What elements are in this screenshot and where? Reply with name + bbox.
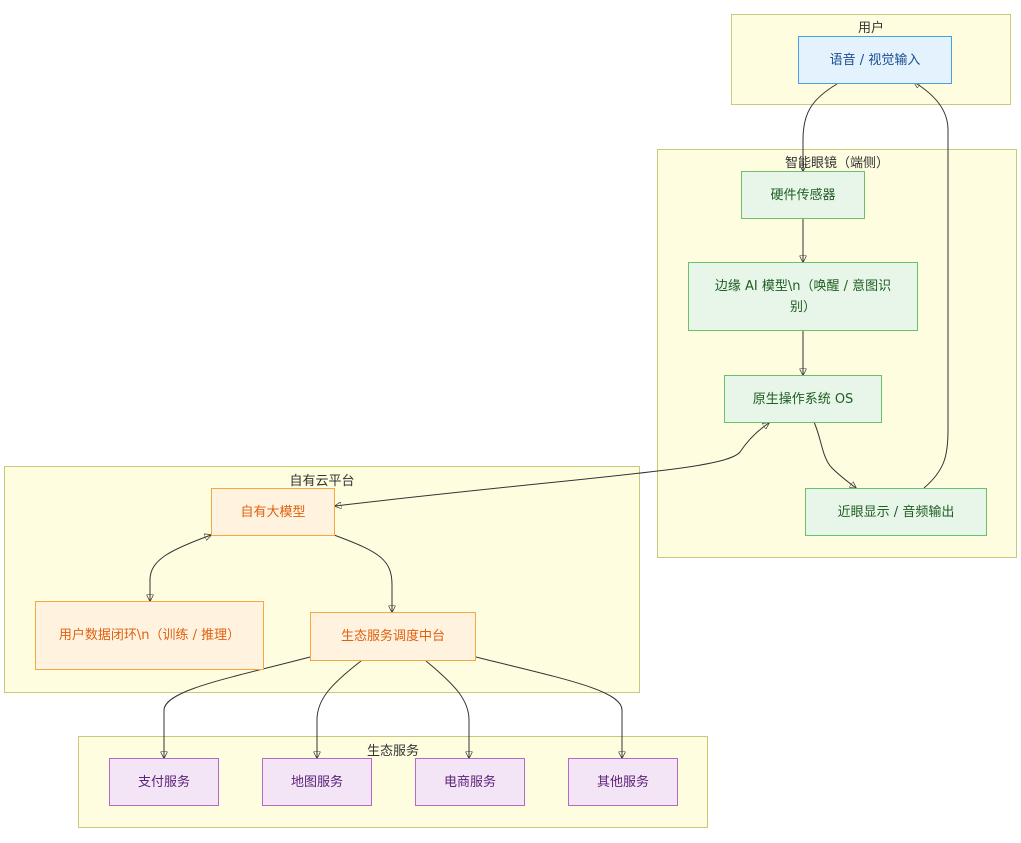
node-user-data-loop[interactable]: 用户数据闭环\n（训练 / 推理） xyxy=(35,601,264,670)
node-hardware-sensor[interactable]: 硬件传感器 xyxy=(741,171,865,219)
node-edge-ai-model-label: 边缘 AI 模型\n（唤醒 / 意图识别） xyxy=(714,278,892,315)
node-other-service-label: 其他服务 xyxy=(596,774,649,790)
node-edge-ai-model[interactable]: 边缘 AI 模型\n（唤醒 / 意图识别） xyxy=(688,262,918,331)
node-ecommerce-service[interactable]: 电商服务 xyxy=(415,758,525,806)
node-ecosystem-hub-label: 生态服务调度中台 xyxy=(340,629,445,644)
node-hardware-sensor-label: 硬件传感器 xyxy=(770,187,836,203)
node-ecosystem-hub[interactable]: 生态服务调度中台 xyxy=(310,612,476,661)
node-ecommerce-service-label: 电商服务 xyxy=(443,774,496,790)
group-ecosystem-title: 生态服务 xyxy=(366,744,419,759)
node-other-service[interactable]: 其他服务 xyxy=(568,758,678,806)
group-user-title: 用户 xyxy=(857,21,884,36)
group-glasses-title: 智能眼镜（端侧） xyxy=(784,156,889,171)
node-user-data-loop-label: 用户数据闭环\n（训练 / 推理） xyxy=(58,628,241,643)
node-map-service-label: 地图服务 xyxy=(290,774,343,790)
node-native-os-label: 原生操作系统 OS xyxy=(752,391,854,407)
node-voice-visual-input[interactable]: 语音 / 视觉输入 xyxy=(798,36,952,84)
node-native-os[interactable]: 原生操作系统 OS xyxy=(724,375,882,423)
node-own-llm-label: 自有大模型 xyxy=(240,504,306,520)
node-display-audio-output[interactable]: 近眼显示 / 音频输出 xyxy=(805,488,987,536)
node-map-service[interactable]: 地图服务 xyxy=(262,758,372,806)
node-payment-service-label: 支付服务 xyxy=(137,774,190,790)
node-payment-service[interactable]: 支付服务 xyxy=(109,758,219,806)
node-voice-visual-input-label: 语音 / 视觉输入 xyxy=(829,52,921,68)
group-cloud-title: 自有云平台 xyxy=(289,474,355,489)
node-own-llm[interactable]: 自有大模型 xyxy=(211,488,335,536)
node-display-audio-output-label: 近眼显示 / 音频输出 xyxy=(837,504,955,520)
